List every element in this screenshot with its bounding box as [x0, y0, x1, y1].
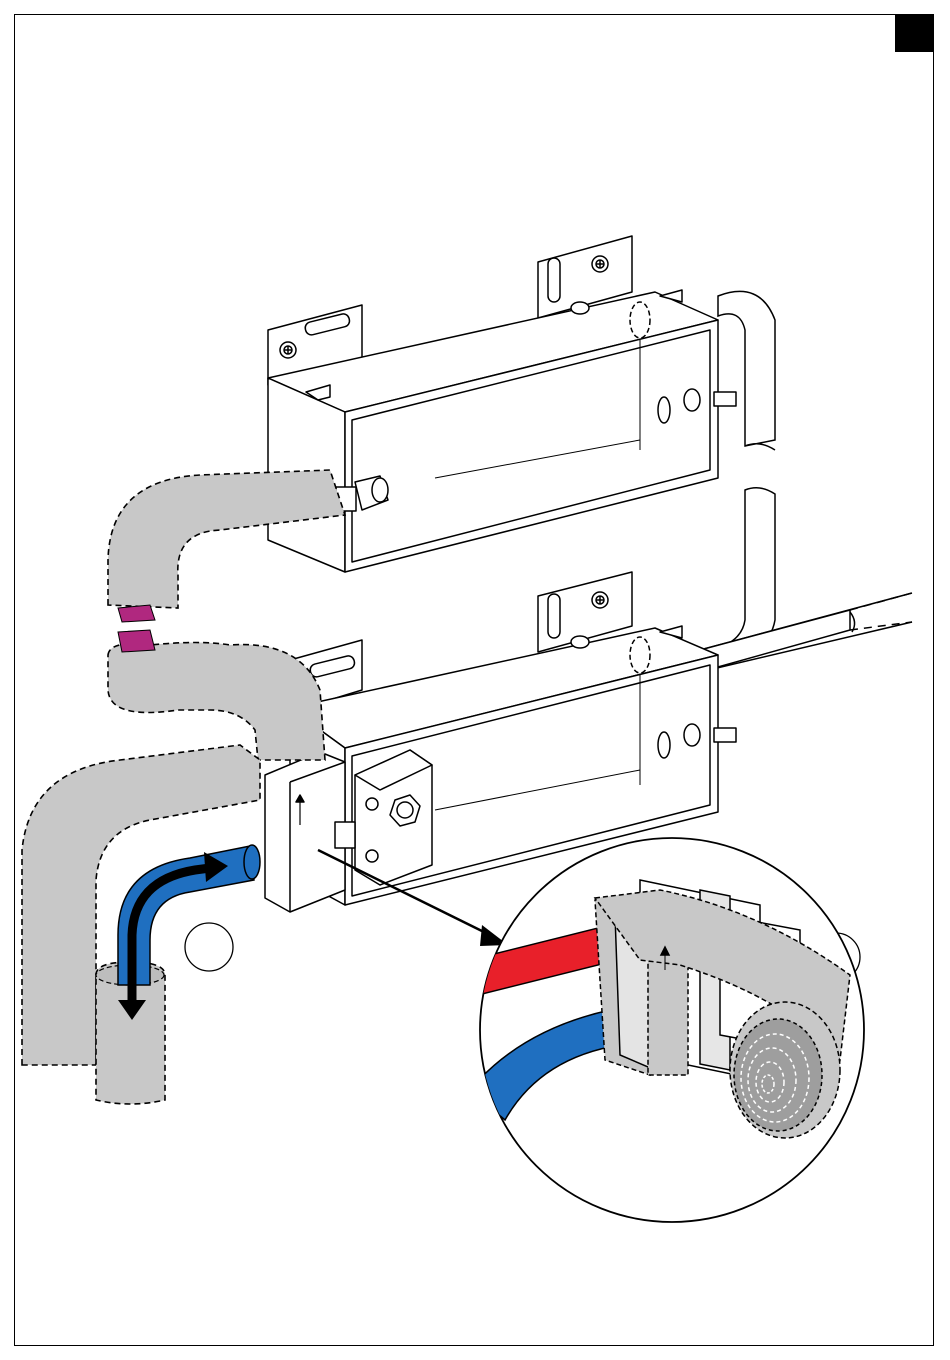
insulation-roll-icon: [730, 1002, 840, 1138]
insulation-clip: [118, 630, 155, 652]
terminal-tab: [335, 822, 355, 848]
insulation-clips: [118, 605, 155, 652]
screw-icon: [592, 256, 608, 272]
detail-inset: [470, 838, 864, 1222]
insulation-clip: [118, 605, 155, 622]
screw-icon: [592, 592, 608, 608]
empty-circle-marker: [185, 923, 233, 971]
bracket-slot: [548, 594, 560, 638]
lower-insulation-elbow: [108, 643, 325, 761]
upper-mounting-box: [268, 236, 736, 572]
screw-icon: [280, 342, 296, 358]
connecting-pipe: [718, 291, 775, 660]
terminal-tab: [714, 392, 736, 406]
terminal-tab: [714, 728, 736, 742]
bracket-slot: [548, 258, 560, 302]
